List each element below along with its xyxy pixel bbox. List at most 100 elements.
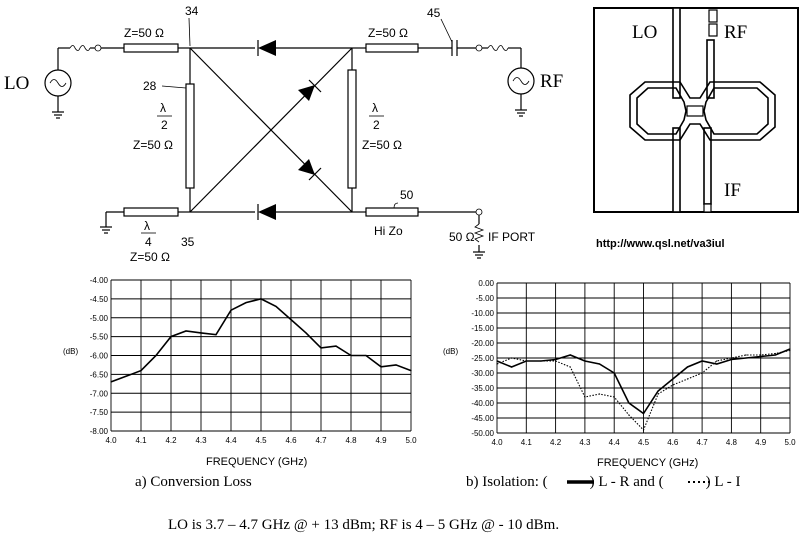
chart-a-data-point [110, 381, 112, 383]
chart-a-data-point [140, 370, 142, 372]
chart-a-data-point [215, 334, 217, 336]
ref-28: 28 [143, 79, 157, 93]
chart-b-x-tick-label: 4.1 [521, 438, 533, 447]
tline-top-left [123, 43, 179, 53]
chart-a-data-point [290, 319, 292, 321]
ref-50: 50 [400, 188, 414, 202]
chart-b-y-tick-label: -35.00 [471, 384, 494, 393]
chart-b-y-tick-label: -20.00 [471, 339, 494, 348]
chart-a-x-tick-label: 4.7 [315, 436, 327, 445]
chart-b-y-tick-label: -25.00 [471, 354, 494, 363]
rf-label: RF [540, 71, 563, 92]
chart-b-data-point [540, 360, 542, 362]
chart-b-data-point [613, 396, 615, 398]
chart-a-x-tick-label: 4.5 [255, 436, 267, 445]
chart-b-data-point [730, 358, 733, 361]
chart-b-data-point [525, 360, 527, 362]
z50-left-vertical-label: Z=50 Ω [133, 138, 173, 152]
source-url: http://www.qsl.net/va3iul [596, 238, 725, 250]
chart-b-ylabel: (dB) [443, 347, 458, 356]
dc-block-capacitor [451, 40, 458, 56]
chart-b-y-tick-label: -15.00 [471, 324, 494, 333]
chart-b-y-tick-label: -50.00 [471, 429, 494, 438]
chart-b-data-point [789, 348, 791, 350]
chart-b-x-tick-label: 4.9 [755, 438, 767, 447]
chart-a-data-point [125, 375, 127, 377]
chart-a-y-tick-label: -7.50 [90, 408, 109, 417]
chart-b-y-tick-label: -45.00 [471, 414, 494, 423]
chart-b-xlabel: FREQUENCY (GHz) [597, 457, 698, 469]
chart-a-data-point [170, 336, 172, 338]
chart-a-y-tick-label: -5.50 [90, 333, 109, 342]
chart-b-data-point [628, 402, 630, 404]
chart-b-y-tick-label: -40.00 [471, 399, 494, 408]
chart-a-data-point [380, 366, 382, 368]
chart-b-data-point [496, 360, 498, 362]
chart-a-y-tick-label: -6.00 [90, 352, 109, 361]
caption-b-prefix: b) Isolation: ( [466, 474, 548, 490]
chart-a-x-tick-label: 4.1 [135, 436, 147, 445]
chart-b-data-point [745, 357, 747, 359]
lambda-left: λ [160, 101, 166, 115]
lo-source [44, 44, 124, 119]
z50-bottom-label: Z=50 Ω [130, 250, 170, 264]
chart-b-data-point [774, 352, 776, 355]
lambda-right: λ [372, 101, 378, 115]
chart-a-data-point [230, 309, 232, 311]
chart-a-data-point [260, 298, 262, 300]
chart-a-ylabel: (dB) [63, 347, 78, 356]
chart-b-data-point [569, 354, 571, 356]
chart-b-data-point [657, 390, 659, 392]
chart-b-y-tick-label: 0.00 [478, 279, 494, 288]
chart-b-data-point [672, 378, 674, 380]
chart-a-data-point [185, 330, 187, 332]
chart-b-x-tick-label: 4.0 [491, 438, 503, 447]
chart-a-x-tick-label: 4.2 [165, 436, 177, 445]
chart-b-data-point [745, 354, 747, 356]
chart-a-data-point [395, 364, 397, 366]
quarter: 4 [145, 235, 152, 249]
if-port-terminal [475, 208, 483, 216]
chart-b-data-point [657, 393, 659, 395]
diode-cross-lower [298, 159, 322, 181]
if-port-label: IF PORT [488, 230, 536, 244]
chart-a-x-tick-label: 4.9 [375, 436, 387, 445]
chart-b-x-tick-label: 5.0 [784, 438, 796, 447]
diode-cross-upper [298, 79, 322, 101]
half-right: 2 [373, 118, 380, 132]
chart-b-data-point [686, 378, 689, 380]
chart-b-y-tick-label: -5.00 [476, 294, 495, 303]
chart-b-data-point [555, 360, 557, 362]
chart-b-x-tick-label: 4.8 [726, 438, 738, 447]
chart-b-data-point [774, 354, 776, 356]
chart-b-caption: b) Isolation: () L - R and () L - I [466, 474, 741, 490]
chart-a-data-point [155, 354, 157, 357]
rf-source [507, 67, 535, 117]
chart-a-y-tick-label: -8.00 [90, 427, 109, 436]
chart-a-x-tick-label: 4.8 [345, 436, 357, 445]
z50-right-vertical-label: Z=50 Ω [362, 138, 402, 152]
chart-b-data-point [716, 363, 718, 365]
chart-b-data-point [613, 372, 615, 374]
chart-a-y-tick-label: -5.00 [90, 314, 109, 323]
ref-34: 34 [185, 4, 199, 18]
chart-b-data-point [760, 354, 762, 356]
chart-b-y-tick-label: -10.00 [471, 309, 494, 318]
chart-b-data-point [642, 412, 645, 415]
chart-b-y-tick-label: -30.00 [471, 369, 494, 378]
ref-45: 45 [427, 6, 441, 20]
mixer-schematic: LO Z=50 Ω 34 28 λ 2 Z=50 Ω λ 2 Z=50 Ω [4, 4, 563, 264]
chart-isolation: (dB) FREQUENCY (GHz) b) Isolation: () L … [443, 279, 796, 490]
hi-z-label: Hi Zo [374, 224, 403, 238]
cross-wire-2 [189, 47, 353, 213]
chart-a-y-tick-label: -6.50 [90, 370, 109, 379]
diode-bottom [257, 204, 276, 220]
chart-b-data-point [760, 355, 762, 358]
chart-b-data-point [701, 360, 703, 362]
caption-b-end: ) L - I [706, 474, 741, 490]
chart-b-x-tick-label: 4.6 [667, 438, 679, 447]
chart-a-x-tick-label: 4.6 [285, 436, 297, 445]
if-resistor-label: 50 Ω [449, 230, 475, 244]
chart-a-y-tick-label: -7.00 [90, 389, 109, 398]
